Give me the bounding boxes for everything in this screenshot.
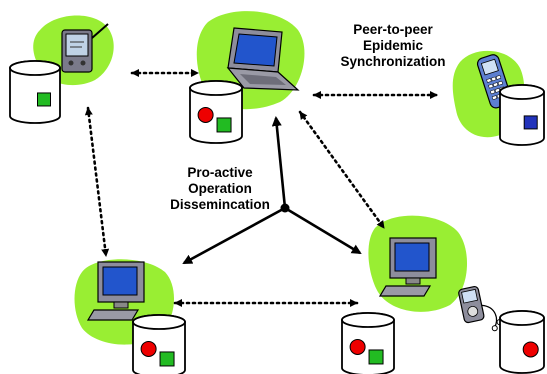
sync-label: Peer-to-peer Epidemic Synchronization bbox=[328, 22, 458, 70]
database-icon bbox=[189, 80, 243, 144]
blue-marker bbox=[523, 115, 538, 130]
red-marker bbox=[349, 338, 366, 355]
dissemination-label-line-3: Dissemincation bbox=[170, 197, 270, 212]
dissemination-arrows bbox=[182, 116, 362, 265]
red-marker bbox=[140, 340, 157, 357]
desktop-computer-icon bbox=[378, 237, 437, 297]
dotted-links bbox=[84, 69, 439, 307]
dissemination-hub bbox=[280, 203, 290, 213]
database-icon bbox=[499, 84, 545, 146]
green-marker bbox=[159, 351, 175, 367]
link-pda-desktop-left bbox=[84, 106, 110, 258]
arrow-to-laptop bbox=[271, 116, 287, 209]
arrow-to-desktop-right bbox=[284, 206, 362, 255]
pda-icon bbox=[61, 23, 109, 73]
music-player-icon bbox=[458, 285, 503, 332]
dissemination-label: Pro-active Operation Dissemincation bbox=[160, 165, 280, 213]
sync-label-line-3: Synchronization bbox=[340, 54, 446, 69]
arrow-to-desktop-left bbox=[182, 206, 286, 265]
green-marker bbox=[216, 117, 232, 133]
sync-label-line-2: Epidemic bbox=[362, 38, 424, 53]
database-icon bbox=[9, 60, 61, 124]
link-laptop-desktop-right bbox=[298, 110, 386, 230]
database-icon bbox=[499, 310, 545, 374]
dissemination-label-line-1: Pro-active bbox=[187, 165, 253, 180]
red-marker bbox=[197, 106, 214, 123]
green-marker bbox=[368, 349, 384, 365]
database-icon bbox=[341, 312, 395, 374]
laptop-icon bbox=[226, 27, 300, 91]
sync-label-line-1: Peer-to-peer bbox=[353, 22, 433, 37]
red-marker bbox=[522, 341, 539, 358]
database-icon bbox=[132, 314, 186, 374]
dissemination-label-line-2: Operation bbox=[188, 181, 252, 196]
desktop-computer-icon bbox=[86, 261, 145, 321]
database-layer bbox=[9, 60, 545, 374]
green-marker bbox=[37, 92, 51, 107]
